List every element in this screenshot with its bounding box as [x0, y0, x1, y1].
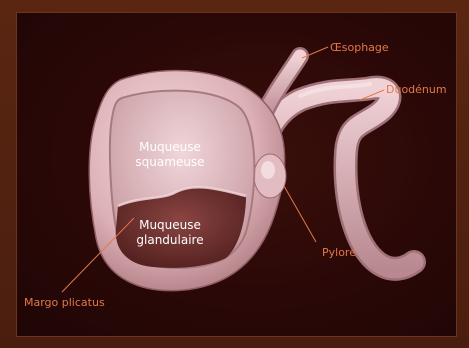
label-muqueuse-glandulaire-line2: glandulaire	[136, 233, 203, 247]
label-muqueuse-glandulaire-line1: Muqueuse	[139, 218, 201, 232]
label-duodenum: Duodénum	[386, 83, 447, 96]
label-margo-plicatus: Margo plicatus	[24, 296, 105, 309]
callout-line-pylore	[284, 186, 316, 242]
label-oesophage: Œsophage	[330, 41, 389, 54]
label-pylore: Pylore	[322, 246, 356, 259]
label-muqueuse-squameuse-line1: Muqueuse	[139, 140, 201, 154]
label-muqueuse-squameuse-line2: squameuse	[135, 155, 204, 169]
duodenum-shape	[265, 84, 414, 269]
